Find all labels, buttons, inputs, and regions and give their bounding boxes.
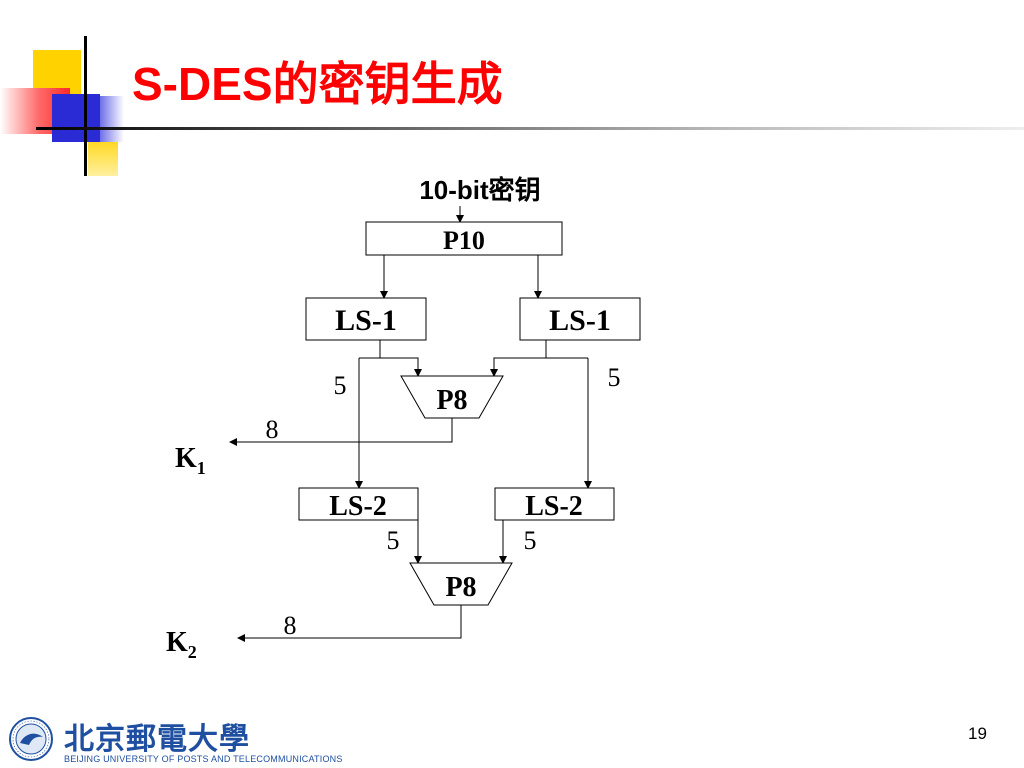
bits-k1: 8 <box>266 415 279 444</box>
bits-left-after-ls1: 5 <box>334 371 347 400</box>
ls2-left-box <box>298 487 419 521</box>
university-name-en: BEIJING UNIVERSITY OF POSTS AND TELECOMM… <box>64 754 343 764</box>
p10-label: P10 <box>443 226 485 255</box>
arrow-ls1-left-to-p8 <box>379 340 422 377</box>
ls2-left-label: LS-2 <box>329 491 387 522</box>
bits-left-after-ls2: 5 <box>387 526 400 555</box>
bits-k2: 8 <box>284 611 297 640</box>
decor-blue-fade <box>100 96 124 142</box>
ls2-right-box <box>494 487 615 521</box>
page-number: 19 <box>968 724 987 743</box>
p8-bottom-trapezoid <box>409 562 513 606</box>
arrow-ls1-right-to-p8 <box>490 340 547 377</box>
bits-right-after-ls2: 5 <box>524 526 537 555</box>
p10-box <box>365 221 563 256</box>
bits-right-after-ls1: 5 <box>608 363 621 392</box>
k1-output-label: K1 <box>175 443 206 478</box>
decor-blue-square <box>52 94 100 142</box>
arrow-p8-to-k2 <box>237 605 462 642</box>
title-underline <box>36 127 1024 130</box>
slide-title: S-DES的密钥生成 <box>132 58 503 110</box>
ls1-right-label: LS-1 <box>549 304 611 337</box>
k2-output-label: K2 <box>166 627 197 662</box>
university-logo: 北京郵電大學 BEIJING UNIVERSITY OF POSTS AND T… <box>4 710 342 768</box>
ls1-right-box <box>519 297 641 341</box>
p8-bottom-label: P8 <box>445 572 476 603</box>
p8-top-label: P8 <box>436 385 467 416</box>
ls1-left-box <box>305 297 427 341</box>
p8-top-trapezoid <box>400 375 504 419</box>
decor-vertical-line <box>84 36 87 176</box>
ls1-left-label: LS-1 <box>335 304 397 337</box>
ls2-right-label: LS-2 <box>525 491 583 522</box>
university-emblem-icon <box>9 717 53 761</box>
input-key-label: 10-bit密钥 <box>419 175 540 205</box>
university-name-cn: 北京郵電大學 <box>64 722 250 757</box>
arrow-p8-to-k1 <box>229 418 453 446</box>
